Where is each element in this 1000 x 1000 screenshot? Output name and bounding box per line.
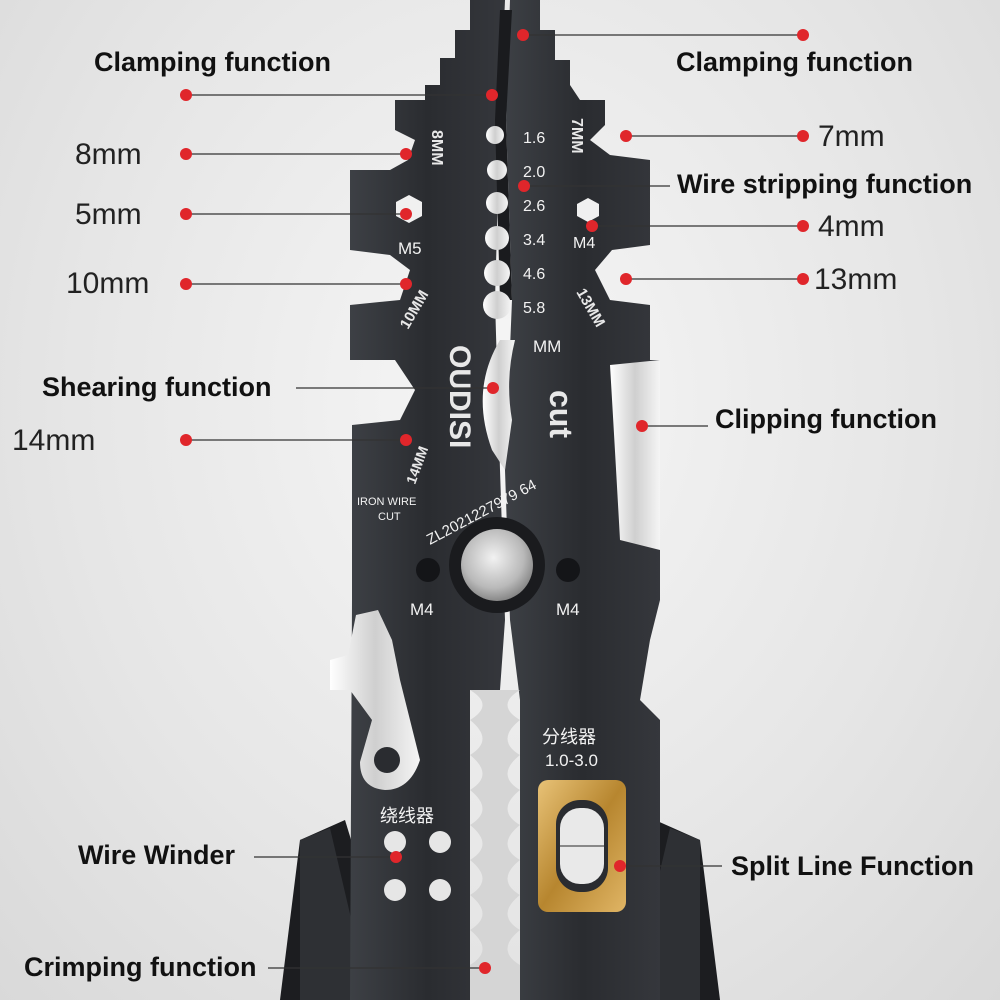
engrave-m4-top: M4 [573, 235, 595, 252]
svg-text:1.6: 1.6 [523, 130, 545, 147]
lock-latch [330, 610, 420, 790]
leader-lines [186, 34, 803, 969]
hex-hole-m4 [577, 198, 599, 222]
engrave-m4-right: M4 [556, 600, 580, 619]
label-split-line: Split Line Function [731, 851, 974, 881]
svg-text:3.4: 3.4 [523, 232, 545, 249]
gauge-labels: 1.6 2.0 2.6 3.4 4.6 5.8 [523, 130, 545, 317]
winder-holes [384, 831, 451, 901]
label-crimping: Crimping function [24, 952, 256, 982]
label-wire-stripping: Wire stripping function [677, 169, 972, 199]
engrave-m5: M5 [398, 239, 422, 258]
callout-dots [180, 29, 809, 974]
engrave-iron-wire: IRON WIRE [357, 496, 416, 508]
engrave-7mm: 7MM [568, 118, 585, 154]
stripping-holes [483, 126, 511, 319]
label-13mm: 13mm [814, 263, 897, 296]
shear-blade [482, 340, 515, 470]
label-7mm: 7mm [818, 120, 885, 153]
label-wire-winder: Wire Winder [78, 840, 236, 870]
right-jaw [505, 0, 660, 1000]
clip-blade [610, 360, 660, 550]
label-8mm: 8mm [75, 138, 142, 171]
engrave-cut: cut [543, 390, 579, 438]
engrave-splitter-range: 1.0-3.0 [545, 751, 598, 770]
label-clamping-right: Clamping function [676, 47, 913, 77]
svg-text:4.6: 4.6 [523, 266, 545, 283]
engrave-8mm: 8MM [428, 130, 445, 166]
svg-text:5.8: 5.8 [523, 300, 545, 317]
m4-hole-left [416, 558, 440, 582]
label-14mm: 14mm [12, 424, 95, 457]
crimp-teeth [470, 690, 520, 1000]
label-shearing: Shearing function [42, 372, 272, 402]
label-10mm: 10mm [66, 267, 149, 300]
m4-hole-right [556, 558, 580, 582]
label-4mm: 4mm [818, 210, 885, 243]
engrave-mm: MM [533, 337, 561, 356]
pivot-bolt [461, 529, 533, 601]
svg-text:2.6: 2.6 [523, 198, 545, 215]
engrave-winder-cn: 绕线器 [380, 806, 434, 826]
engrave-iron-wire-cut: CUT [378, 511, 401, 523]
label-clipping: Clipping function [715, 404, 937, 434]
svg-text:2.0: 2.0 [523, 164, 545, 181]
engrave-brand: OUDISI [443, 345, 476, 448]
label-5mm: 5mm [75, 198, 142, 231]
engrave-m4-left: M4 [410, 600, 434, 619]
label-clamping-left: Clamping function [94, 47, 331, 77]
engrave-splitter-cn: 分线器 [542, 727, 596, 747]
